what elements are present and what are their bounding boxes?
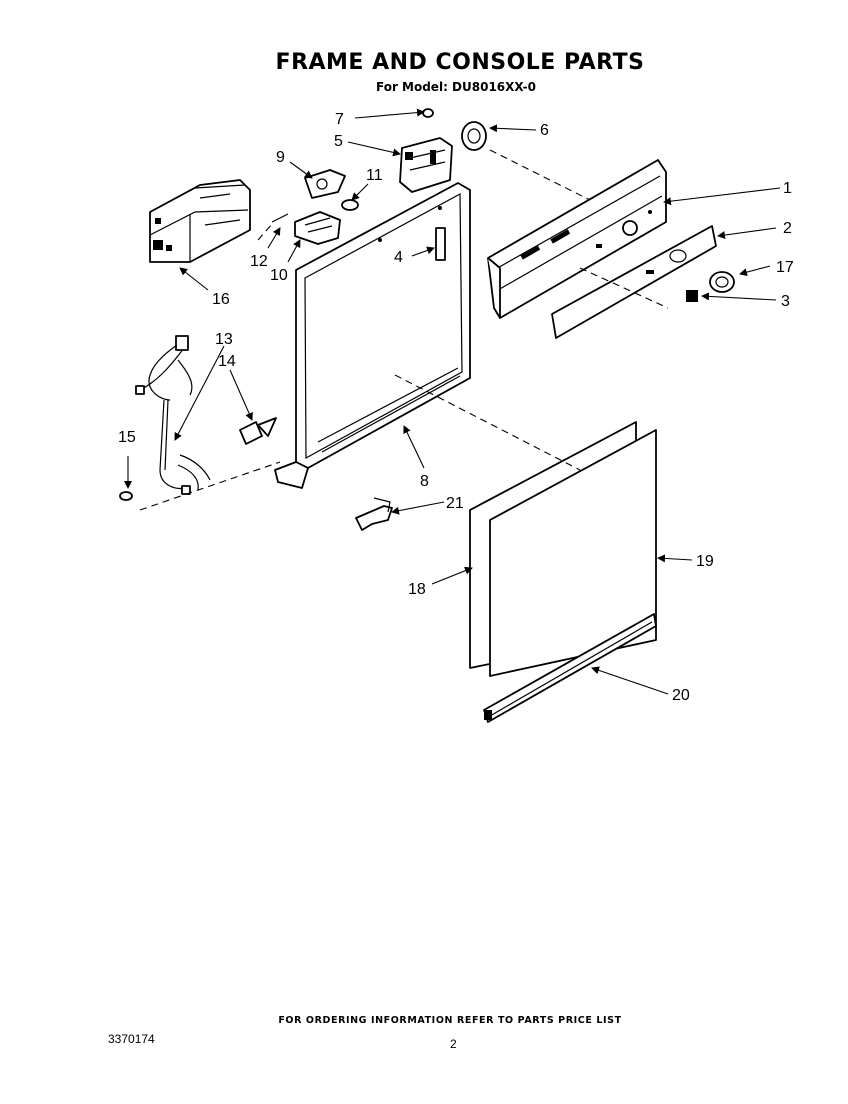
- callout-15: 15: [118, 429, 136, 446]
- callout-14: 14: [218, 353, 236, 370]
- callout-labels: 1 2 3 4 5 6 7 8 9 10 11 12 13 14 15 16 1…: [118, 111, 794, 704]
- part-19-door-panel-front: [489, 429, 657, 677]
- callout-11: 11: [366, 167, 383, 184]
- callout-2: 2: [783, 220, 792, 237]
- part-3-push-button: [686, 290, 698, 302]
- callout-21: 21: [446, 495, 464, 512]
- part-4-frame-clip: [435, 227, 446, 261]
- callout-16: 16: [212, 291, 230, 308]
- part-9-switch: [304, 169, 346, 199]
- document-number: 3370174: [108, 1032, 155, 1046]
- assembly-lines: [139, 149, 669, 511]
- part-21-door-latch: [355, 497, 393, 531]
- part-15-screw: [119, 491, 133, 501]
- part-17-knob: [709, 271, 735, 293]
- ordering-note: FOR ORDERING INFORMATION REFER TO PARTS …: [278, 1015, 622, 1026]
- callout-17: 17: [776, 259, 794, 276]
- callout-7: 7: [335, 111, 344, 128]
- leader-lines: [124, 108, 781, 695]
- callout-3: 3: [781, 293, 790, 310]
- part-2-control-panel-decal: [551, 225, 717, 339]
- model-subtitle: For Model: DU8016XX-0: [375, 80, 536, 94]
- callout-5: 5: [334, 133, 343, 150]
- callout-4: 4: [394, 249, 403, 266]
- part-16-console-bracket: [149, 179, 251, 263]
- part-13-wire-harness: [135, 335, 211, 495]
- callout-13: 13: [215, 331, 233, 348]
- callout-8: 8: [420, 473, 429, 490]
- part-1-console-panel: [487, 159, 667, 319]
- part-10-latch: [294, 211, 341, 245]
- part-14-wire-connector: [239, 417, 277, 445]
- page-number: 2: [450, 1037, 457, 1051]
- part-11-clip: [341, 199, 359, 211]
- callout-1: 1: [783, 180, 792, 197]
- callout-6: 6: [540, 122, 549, 139]
- part-6-selector-knob: [461, 121, 487, 151]
- part-20-trim-strip: [483, 613, 657, 723]
- part-8-door-frame: [274, 182, 471, 489]
- callout-9: 9: [276, 149, 285, 166]
- callout-10: 10: [270, 267, 288, 284]
- part-12-screw: [271, 213, 289, 223]
- callout-19: 19: [696, 553, 714, 570]
- callout-12: 12: [250, 253, 268, 270]
- callout-18: 18: [408, 581, 426, 598]
- part-7-screw: [422, 108, 434, 118]
- part-5-control-switch: [399, 137, 453, 193]
- page-title: FRAME AND CONSOLE PARTS: [275, 50, 645, 75]
- callout-20: 20: [672, 687, 690, 704]
